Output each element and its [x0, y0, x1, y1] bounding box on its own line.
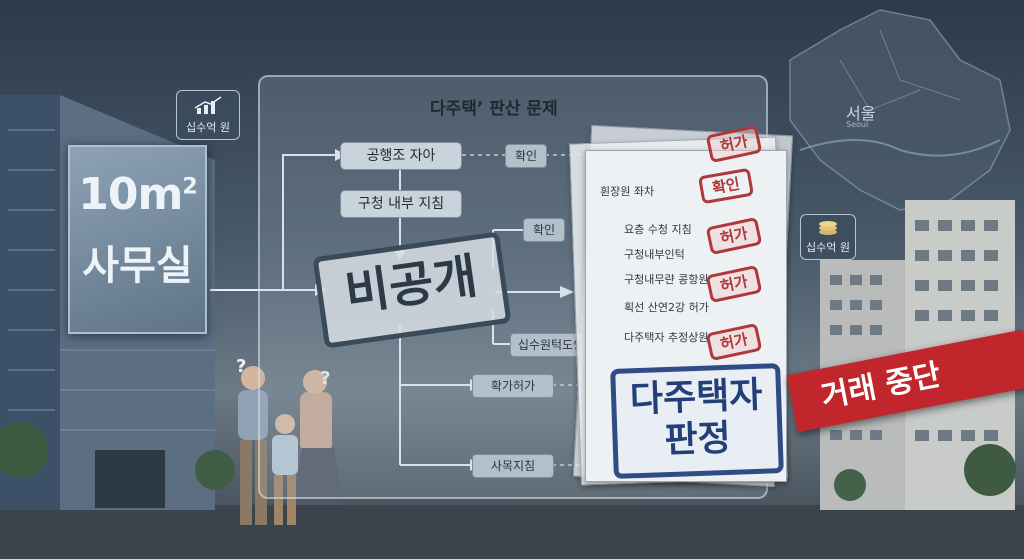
doc-line: 휜장원 좌차	[600, 185, 655, 198]
panel-title: 다주택’ 판산 문제	[430, 99, 558, 119]
confirm-tag: 확인	[505, 144, 547, 168]
flow-box-top: 공행조 자아	[340, 142, 462, 170]
confirm-tag: 확인	[523, 218, 565, 242]
price-badge: 십수억 원	[176, 90, 240, 140]
question-mark: ?	[236, 356, 247, 377]
doc-line: 획선 산연2강 허가	[624, 301, 709, 314]
coins-icon	[819, 221, 837, 235]
sign-office-label: 사무실	[82, 243, 193, 289]
chart-icon	[194, 96, 222, 114]
verdict-line: 판정	[663, 417, 732, 462]
doc-line: 요층 수청 지침	[624, 223, 692, 236]
price-badge-label: 십수억 원	[186, 121, 230, 134]
doc-line: 구청내부인턱	[624, 248, 685, 261]
doc-line: 구청내무랸 콩항원	[624, 273, 709, 286]
office-size-sign: 10m2 사무실	[68, 145, 207, 334]
verdict-line: 다주택자	[629, 374, 764, 421]
doc-line: 다주택자 추정상원	[624, 331, 709, 344]
sign-area: 10m2	[78, 169, 197, 220]
family-illustration	[238, 366, 344, 525]
map-sub-label: Seoul	[846, 120, 869, 129]
flow-tag: 확가허가	[472, 374, 554, 398]
verdict-stamp: 다주택자 판정	[610, 363, 784, 479]
price-badge: 십수억 원	[800, 214, 856, 260]
seoul-map	[789, 9, 1011, 211]
map-city-label: 서울	[846, 104, 876, 123]
ground	[0, 505, 1024, 559]
flow-tag: 사목지침	[472, 454, 554, 478]
question-mark: ?	[320, 368, 331, 389]
price-badge-label: 십수억 원	[806, 241, 850, 254]
flow-box-guideline: 구청 내부 지침	[340, 190, 462, 218]
